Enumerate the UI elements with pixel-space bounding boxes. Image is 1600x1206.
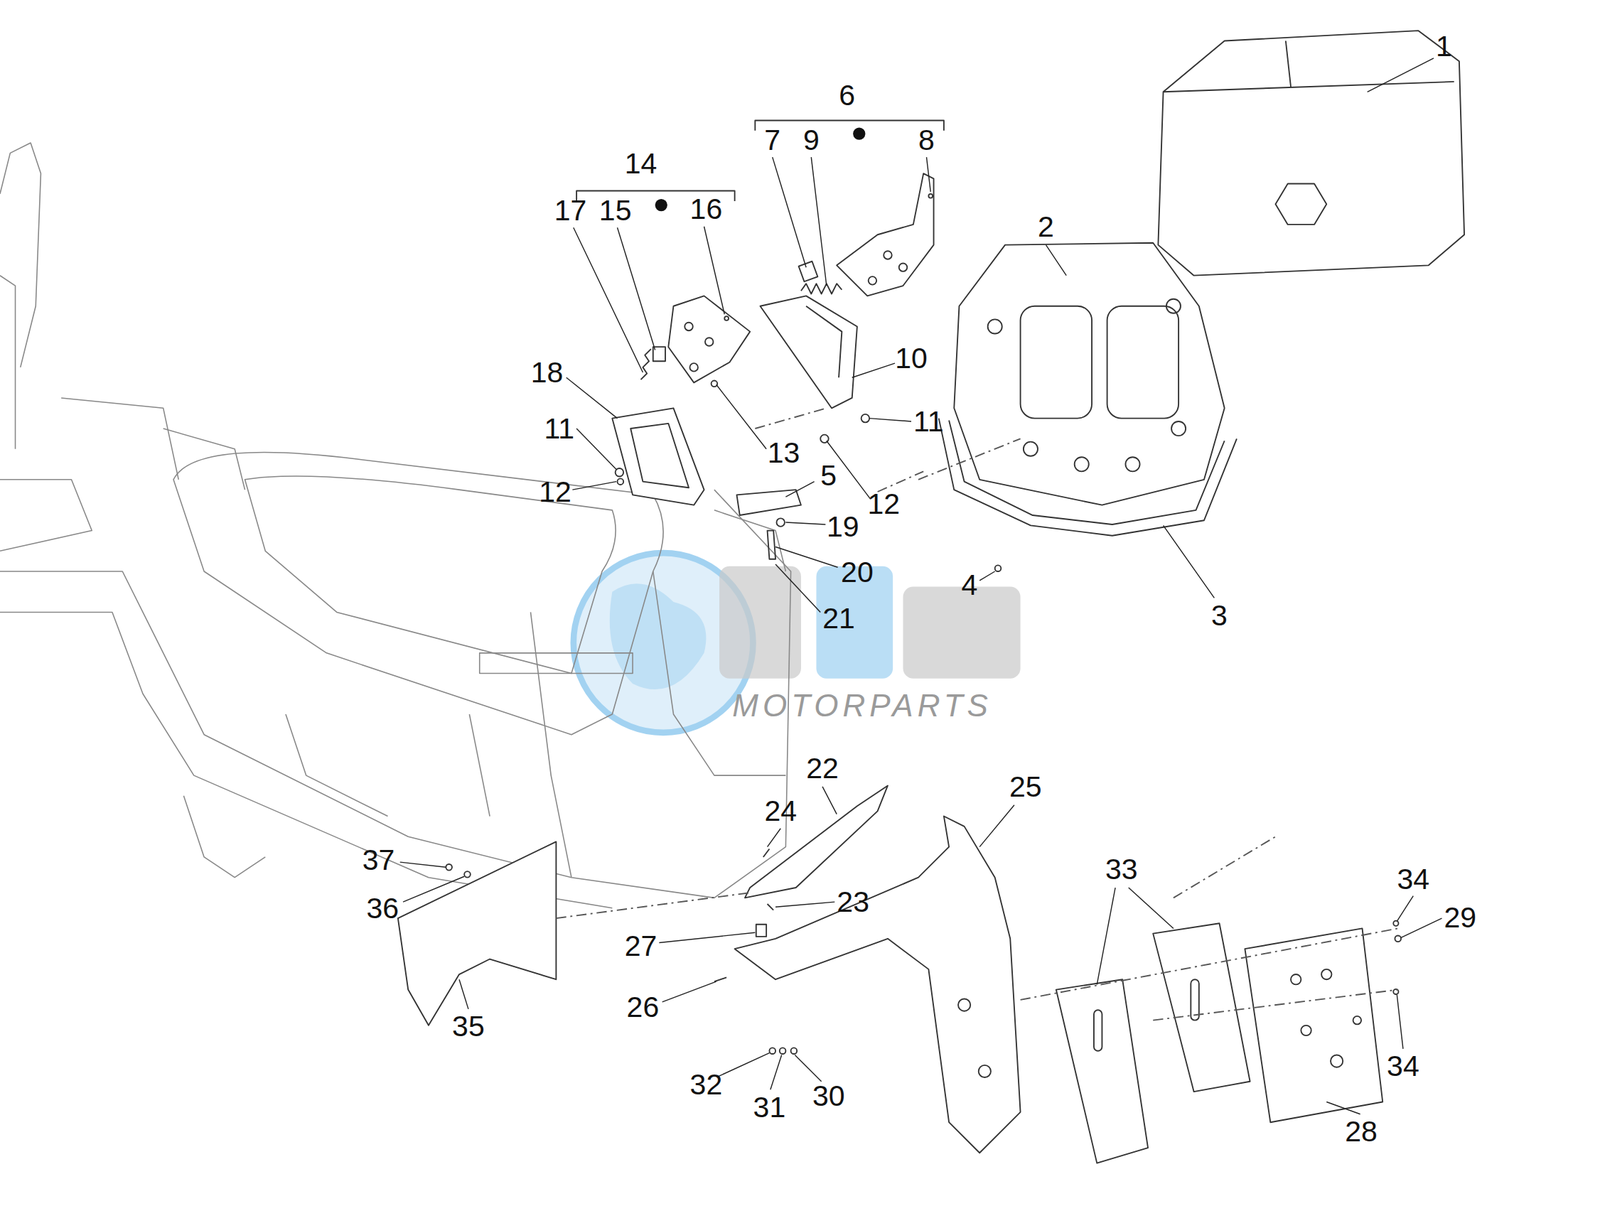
callout-number: 6 <box>838 80 856 110</box>
callout-number: 32 <box>690 1070 723 1100</box>
callout-number: 34 <box>1396 865 1430 895</box>
callout-number: 12 <box>867 489 900 519</box>
callout-number: 21 <box>822 603 856 633</box>
callout-number: 20 <box>840 557 874 588</box>
callout-number: 4 <box>960 570 978 600</box>
callout-number: 5 <box>820 460 837 490</box>
callout-number: 24 <box>764 796 797 826</box>
callout-number: 29 <box>1444 902 1478 932</box>
callout-number: 11 <box>913 406 944 436</box>
callout-number: 10 <box>894 343 928 373</box>
callout-number: 27 <box>624 931 658 961</box>
callout-number: 28 <box>1344 1117 1378 1147</box>
callout-number: 13 <box>767 438 801 468</box>
callout-number: 35 <box>452 1012 485 1042</box>
callout-number: 8 <box>918 125 935 155</box>
callout-number: 30 <box>812 1081 846 1111</box>
callout-number: 9 <box>803 125 820 155</box>
callout-number: 19 <box>826 511 860 541</box>
callout-number: 18 <box>530 357 564 387</box>
callout-number: 36 <box>366 893 400 923</box>
callout-number: 7 <box>764 125 781 155</box>
callout-number: 15 <box>599 195 632 225</box>
callout-number: 12 <box>538 476 572 507</box>
callout-number: 26 <box>626 992 660 1022</box>
callout-number: 33 <box>1105 855 1138 885</box>
callout-number: 23 <box>836 887 870 917</box>
callout-number: 37 <box>362 845 396 875</box>
callout-number: 2 <box>1037 211 1055 241</box>
callout-number: 34 <box>1386 1051 1420 1082</box>
callout-number: 1 <box>1435 31 1453 61</box>
callout-number: 17 <box>554 195 588 225</box>
watermark: MOTORPARTS <box>732 690 993 722</box>
callout-number: 14 <box>624 148 658 178</box>
callout-number: 11 <box>543 413 575 443</box>
callout-number: 31 <box>753 1092 787 1122</box>
callout-number: 25 <box>1009 771 1043 802</box>
callout-number: 16 <box>690 194 723 224</box>
callout-number: 3 <box>1211 600 1228 630</box>
callout-number: 22 <box>806 753 839 783</box>
